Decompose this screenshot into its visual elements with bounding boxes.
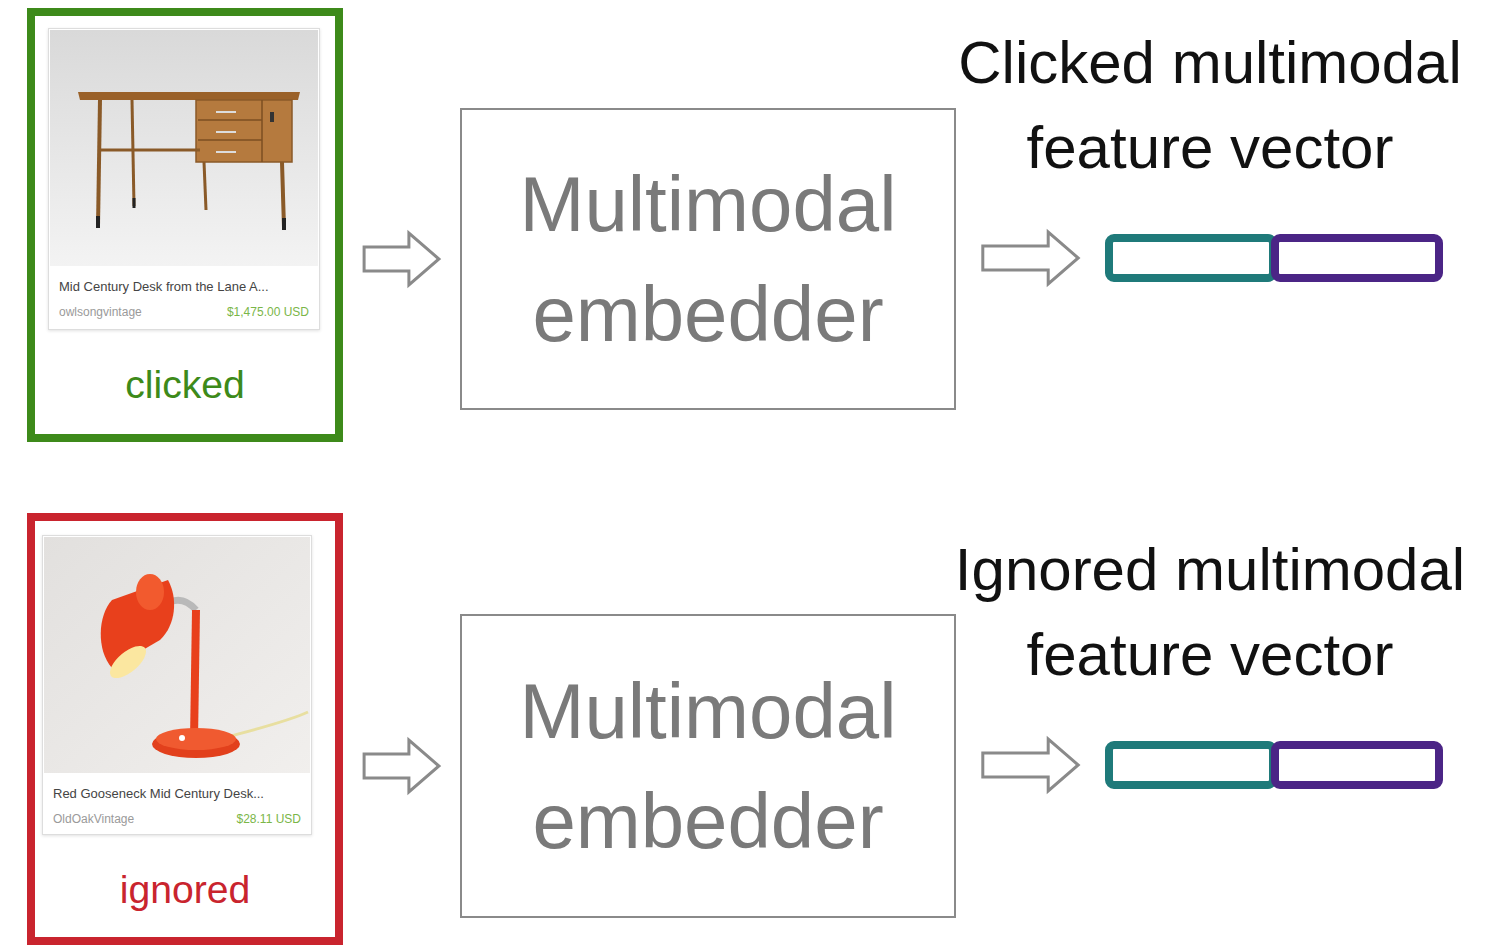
- price: $28.11 USD: [237, 811, 301, 827]
- product-card: Red Gooseneck Mid Century Desk... OldOakV…: [42, 535, 312, 835]
- product-title: Mid Century Desk from the Lane A...: [59, 278, 309, 295]
- product-card: Mid Century Desk from the Lane A... owlso…: [48, 28, 320, 330]
- card-ground: [48, 28, 320, 330]
- hollow-arrow: [364, 740, 439, 792]
- card-meta-row: owlsongvintage $1,475.00 USD: [59, 304, 309, 320]
- status-label: ignored: [35, 862, 335, 918]
- clicked-frame: clicked Mid Century Desk from the Lane A.…: [27, 8, 343, 442]
- ignored-frame: ignored Red Gooseneck Mid Century Desk...…: [27, 513, 343, 945]
- vector-heading: Ignored multimodal feature vector: [930, 527, 1490, 697]
- status-label: clicked: [35, 357, 335, 413]
- feature-vector: Ignored multimodal feature vector: [1105, 741, 1443, 789]
- hollow-arrow: [364, 233, 439, 285]
- embedder-label: Multimodal embedder: [488, 656, 928, 876]
- vector-half: [1109, 238, 1273, 278]
- desk-photo-ground: [50, 30, 318, 266]
- card-meta-row: OldOakVintage $28.11 USD: [53, 811, 301, 827]
- embedder-box: Multimodal embedder: [460, 614, 956, 918]
- desk-illustration: [78, 92, 300, 230]
- vector-shape: [1105, 741, 1443, 789]
- price: $1,475.00 USD: [227, 304, 309, 320]
- shop-name: owlsongvintage: [59, 304, 142, 320]
- hollow-arrow: [983, 232, 1078, 284]
- feature-vector: Clicked multimodal feature vector: [1105, 234, 1443, 282]
- card-ground: [42, 535, 312, 835]
- product-title: Red Gooseneck Mid Century Desk...: [53, 785, 301, 802]
- vector-shape: [1105, 234, 1443, 282]
- lamp-photo-ground: [44, 537, 310, 773]
- embedder-label: Multimodal embedder: [488, 149, 928, 369]
- lamp-illustration: [101, 574, 308, 758]
- vector-half: [1275, 745, 1439, 785]
- vector-heading: Clicked multimodal feature vector: [930, 20, 1490, 190]
- vector-half: [1109, 745, 1273, 785]
- hollow-arrow: [983, 739, 1078, 791]
- embedder-box: Multimodal embedder: [460, 108, 956, 410]
- vector-half: [1275, 238, 1439, 278]
- shop-name: OldOakVintage: [53, 811, 134, 827]
